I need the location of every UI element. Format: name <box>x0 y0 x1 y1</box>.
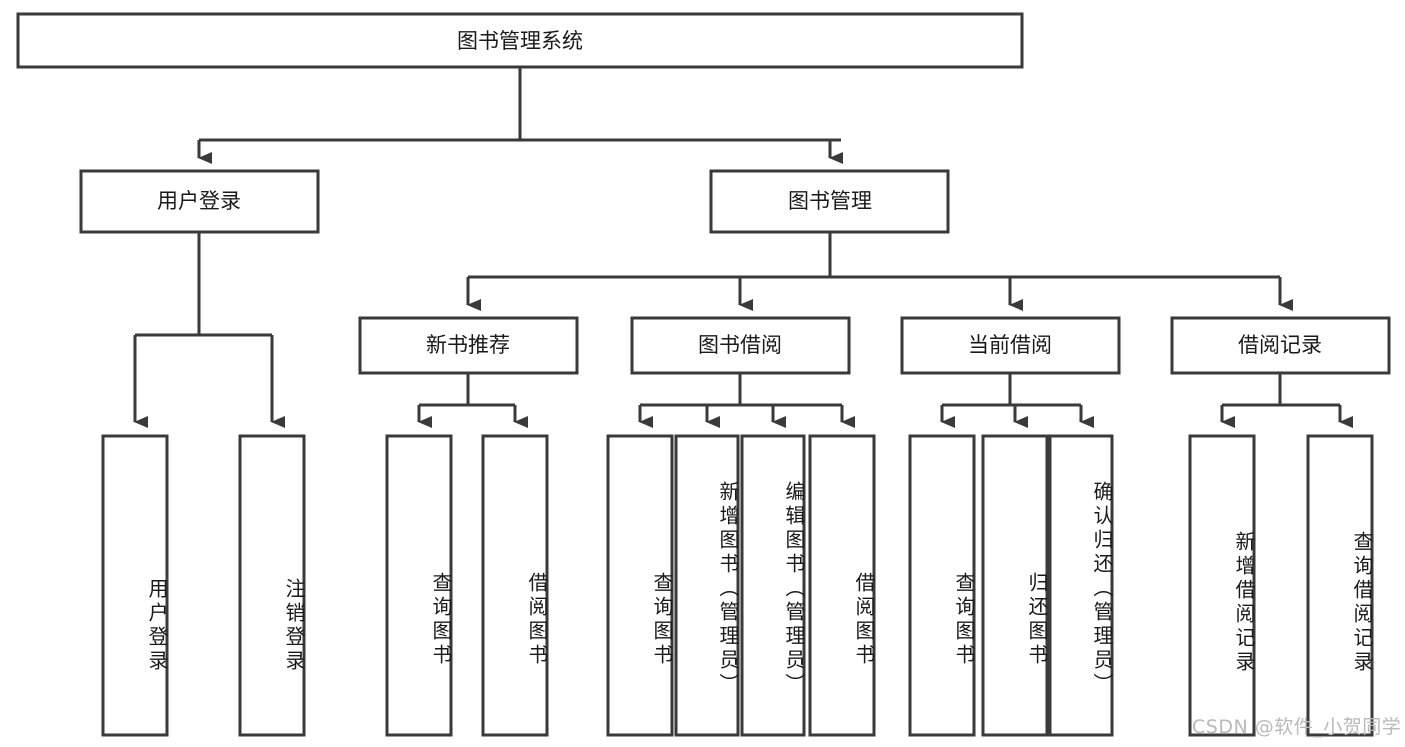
node-borrow-record-label: 借阅记录 <box>1238 333 1322 357</box>
leaf-box-return-book[interactable] <box>981 434 1049 737</box>
connector-newbook-to-leaves <box>417 373 528 428</box>
connector-userlogin-to-leaves <box>133 232 285 428</box>
leaf-box-borrow-book-2[interactable] <box>808 434 876 737</box>
connector-root-to-level2 <box>197 67 843 164</box>
connector-currentborrow-to-leaves <box>940 373 1094 428</box>
leaf-box-logout[interactable] <box>238 434 306 737</box>
leaf-node-boxes <box>101 434 1374 737</box>
node-user-login[interactable]: 用户登录 <box>79 169 320 234</box>
node-book-borrow-label: 图书借阅 <box>698 333 782 357</box>
connector-borrowrecord-to-leaves <box>1220 373 1353 428</box>
node-new-book-rec-label: 新书推荐 <box>426 333 510 357</box>
node-book-manage[interactable]: 图书管理 <box>709 169 950 234</box>
connector-bookborrow-to-leaves <box>638 373 855 428</box>
csdn-watermark: CSDN @软件_小贺同学 <box>1192 716 1402 738</box>
leaf-box-query-book-3[interactable] <box>908 434 976 737</box>
leaf-box-query-book-1[interactable] <box>385 434 453 737</box>
node-current-borrow[interactable]: 当前借阅 <box>900 316 1121 375</box>
leaf-box-add-record[interactable] <box>1188 434 1256 737</box>
node-root-label: 图书管理系统 <box>457 29 583 53</box>
leaf-box-edit-book[interactable] <box>740 434 806 737</box>
connector-bookmanage-to-level3 <box>466 232 1293 311</box>
node-user-login-label: 用户登录 <box>157 189 241 213</box>
node-borrow-record[interactable]: 借阅记录 <box>1170 316 1391 375</box>
node-book-borrow[interactable]: 图书借阅 <box>630 316 851 375</box>
leaf-box-query-book-2[interactable] <box>606 434 674 737</box>
leaf-box-add-book[interactable] <box>674 434 740 737</box>
leaf-box-query-record[interactable] <box>1306 434 1374 737</box>
leaf-box-borrow-book-1[interactable] <box>481 434 549 737</box>
node-new-book-rec[interactable]: 新书推荐 <box>358 316 579 375</box>
node-book-manage-label: 图书管理 <box>788 189 872 213</box>
leaf-box-user-login[interactable] <box>101 434 169 737</box>
node-current-borrow-label: 当前借阅 <box>968 333 1052 357</box>
leaf-box-confirm-return[interactable] <box>1048 434 1114 737</box>
node-root[interactable]: 图书管理系统 <box>16 12 1024 69</box>
